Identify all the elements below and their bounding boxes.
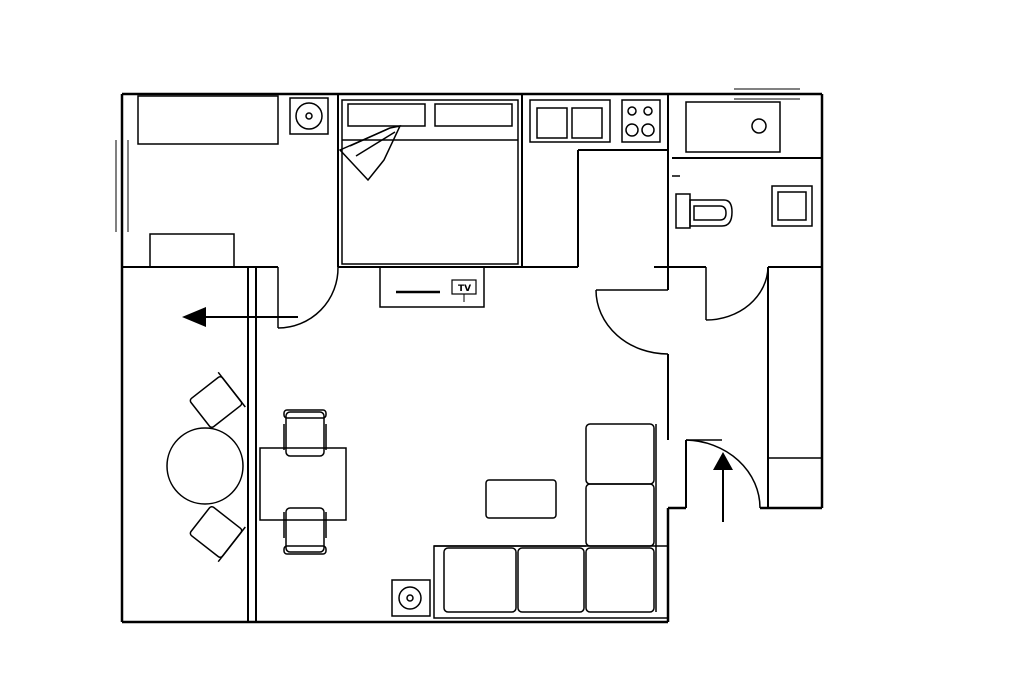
tv-label: TV — [458, 284, 471, 294]
outer-walls — [120, 92, 824, 624]
armchair-icon — [189, 371, 246, 429]
plant-icon — [289, 97, 329, 135]
office-cabinet — [149, 233, 235, 268]
toilet-icon — [672, 175, 733, 229]
sink-icon — [529, 99, 611, 143]
plant-icon — [391, 579, 431, 617]
tv-stand: TV — [379, 266, 485, 308]
door-entry — [685, 439, 761, 509]
interior-walls — [122, 94, 822, 622]
coffee-table — [485, 479, 557, 519]
sofa-icon — [433, 423, 669, 619]
stove-icon — [621, 99, 661, 143]
dining-table — [259, 447, 347, 521]
window-top-right — [734, 88, 800, 100]
door-bath — [705, 266, 769, 321]
entry-arrow-icon — [713, 452, 733, 522]
washbasin-icon — [771, 185, 813, 227]
armchair-icon — [189, 505, 246, 563]
balcony-arrow-icon — [182, 307, 298, 327]
armchair-icon — [283, 507, 327, 555]
armchair-icon — [283, 409, 327, 457]
window-left — [115, 140, 129, 232]
round-table — [166, 427, 244, 505]
bathtub-icon — [685, 101, 781, 153]
bed-icon — [338, 99, 519, 265]
door-kitchen — [595, 289, 669, 355]
office-desk — [137, 95, 279, 145]
door-office — [277, 266, 339, 329]
